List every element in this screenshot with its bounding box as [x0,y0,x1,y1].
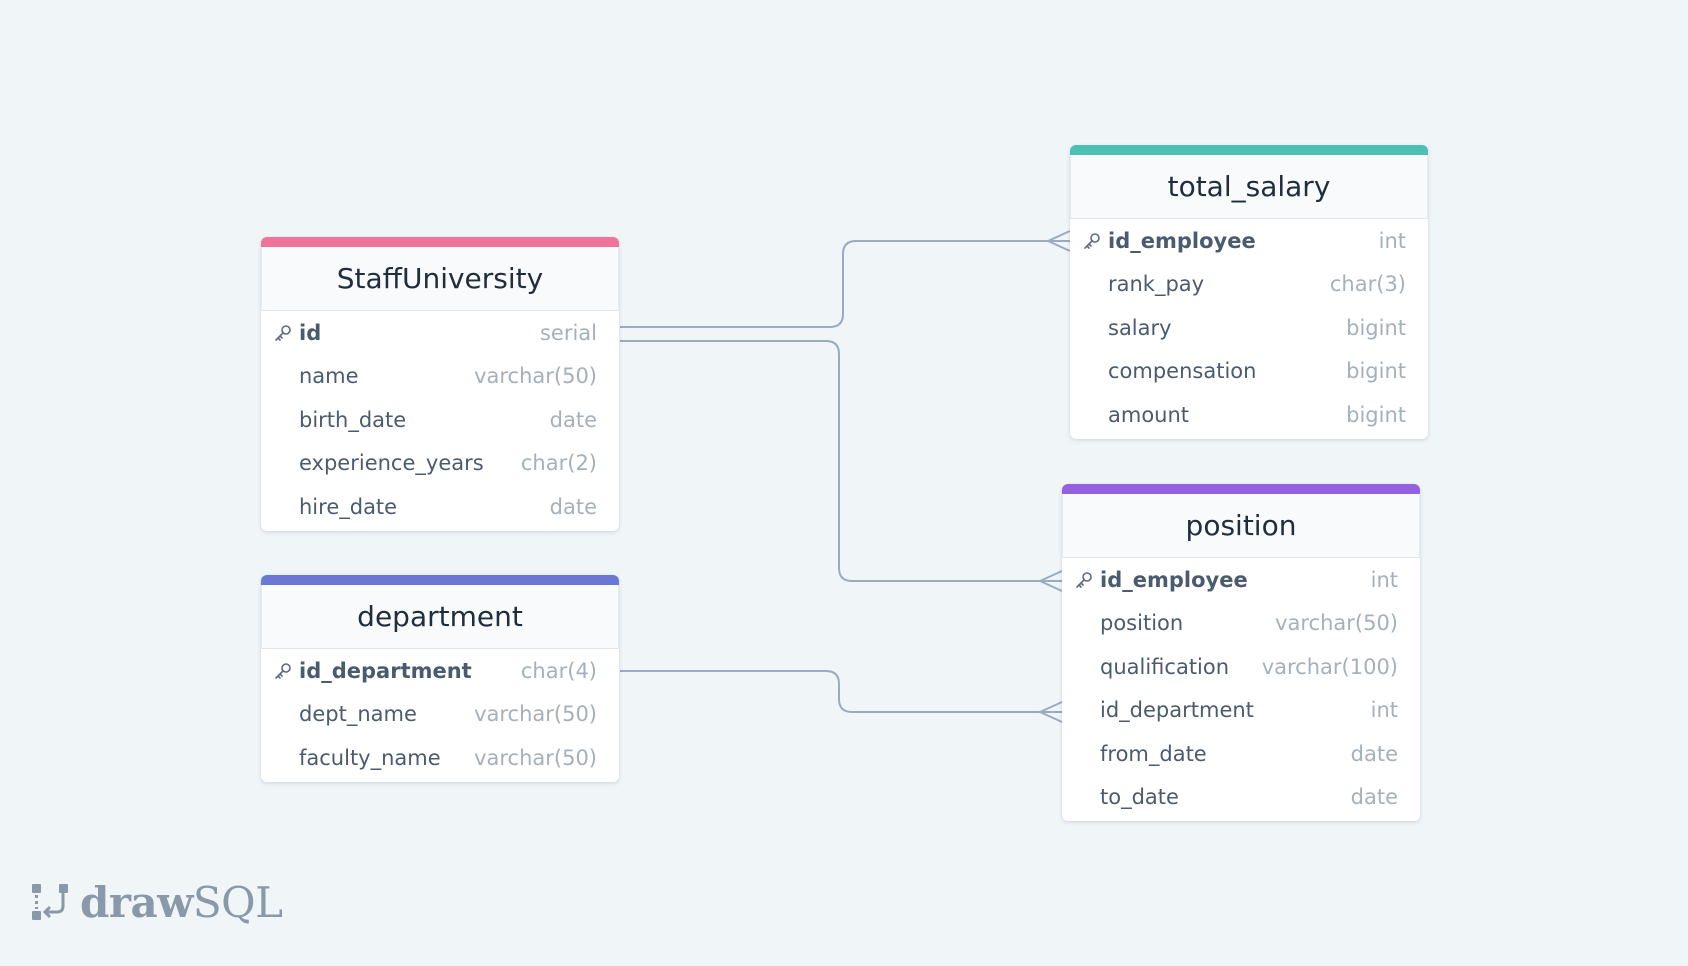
column-name: dept_name [299,702,417,727]
primary-key-icon [1074,569,1100,591]
key-spacer [1074,656,1100,678]
table-title[interactable]: department [261,585,619,649]
column-type: date [1350,785,1398,810]
crowfoot-position-id-department [1039,701,1063,723]
table-department[interactable]: department id_department char(4) dept_name… [261,575,619,782]
column-row[interactable]: id_employee int [1062,558,1420,602]
column-name: hire_date [299,494,398,519]
column-row[interactable]: name varchar(50) [261,355,619,399]
column-row[interactable]: id_department char(4) [261,649,619,693]
primary-key-icon [1082,230,1108,252]
column-type: bigint [1346,315,1406,340]
column-row[interactable]: qualification varchar(100) [1062,645,1420,689]
column-name: faculty_name [299,745,441,770]
key-spacer [1082,273,1108,295]
column-type: bigint [1346,359,1406,384]
column-type: int [1370,567,1398,592]
column-type: serial [539,320,597,345]
column-type: int [1370,698,1398,723]
column-type: int [1378,228,1406,253]
column-type: varchar(50) [474,364,597,389]
column-type: bigint [1346,402,1406,427]
key-spacer [1082,360,1108,382]
table-accent-bar [1062,484,1420,494]
key-spacer [1074,612,1100,634]
column-row[interactable]: position varchar(50) [1062,602,1420,646]
key-spacer [273,703,299,725]
key-spacer [273,452,299,474]
table-title[interactable]: total_salary [1070,155,1428,219]
table-accent-bar [261,575,619,585]
column-row[interactable]: to_date date [1062,776,1420,820]
table-staff-university[interactable]: StaffUniversity id serial name varchar(50) b… [261,237,619,531]
column-name: id [299,320,322,345]
drawsql-logo[interactable]: drawSQL [30,877,283,927]
column-name: rank_pay [1108,272,1205,297]
column-type: char(4) [520,658,597,683]
column-row[interactable]: dept_name varchar(50) [261,693,619,737]
key-spacer [1074,743,1100,765]
column-name: qualification [1100,654,1230,679]
column-type: varchar(100) [1261,654,1398,679]
logo-wordmark: drawSQL [80,877,283,927]
table-total-salary[interactable]: total_salary id_employee int rank_pay char(… [1070,145,1428,439]
column-row[interactable]: amount bigint [1070,393,1428,437]
column-row[interactable]: id serial [261,311,619,355]
key-spacer [273,409,299,431]
column-name: id_department [1100,698,1254,723]
key-spacer [273,365,299,387]
column-row[interactable]: birth_date date [261,398,619,442]
table-title[interactable]: position [1062,494,1420,558]
key-spacer [273,747,299,769]
column-name: from_date [1100,741,1207,766]
crowfoot-total-salary [1047,230,1071,252]
table-accent-bar [261,237,619,247]
column-row[interactable]: rank_pay char(3) [1070,263,1428,307]
key-spacer [273,496,299,518]
link-staff-to-position [620,340,1062,582]
column-type: char(3) [1329,272,1406,297]
column-name: compensation [1108,359,1257,384]
column-name: amount [1108,402,1190,427]
primary-key-icon [273,322,299,344]
column-row[interactable]: from_date date [1062,732,1420,776]
column-type: varchar(50) [474,745,597,770]
key-spacer [1082,404,1108,426]
column-row[interactable]: id_department int [1062,689,1420,733]
column-name: name [299,364,359,389]
column-name: experience_years [299,451,484,476]
column-type: date [549,407,597,432]
column-type: date [549,494,597,519]
table-accent-bar [1070,145,1428,155]
column-name: position [1100,611,1184,636]
column-name: id_employee [1108,228,1256,253]
column-row[interactable]: id_employee int [1070,219,1428,263]
column-type: date [1350,741,1398,766]
column-name: salary [1108,315,1172,340]
column-type: char(2) [520,451,597,476]
crowfoot-position-id-employee [1039,570,1063,592]
column-name: birth_date [299,407,407,432]
primary-key-icon [273,660,299,682]
key-spacer [1082,317,1108,339]
column-row[interactable]: compensation bigint [1070,350,1428,394]
link-staff-to-total-salary [620,240,1070,328]
column-name: id_employee [1100,567,1248,592]
table-title[interactable]: StaffUniversity [261,247,619,311]
column-row[interactable]: experience_years char(2) [261,442,619,486]
drawsql-logo-icon [32,884,68,920]
column-row[interactable]: faculty_name varchar(50) [261,736,619,780]
key-spacer [1074,786,1100,808]
key-spacer [1074,699,1100,721]
column-name: id_department [299,658,472,683]
column-row[interactable]: salary bigint [1070,306,1428,350]
column-row[interactable]: hire_date date [261,485,619,529]
column-type: varchar(50) [1275,611,1398,636]
link-department-to-position [620,670,1062,713]
column-name: to_date [1100,785,1179,810]
column-type: varchar(50) [474,702,597,727]
